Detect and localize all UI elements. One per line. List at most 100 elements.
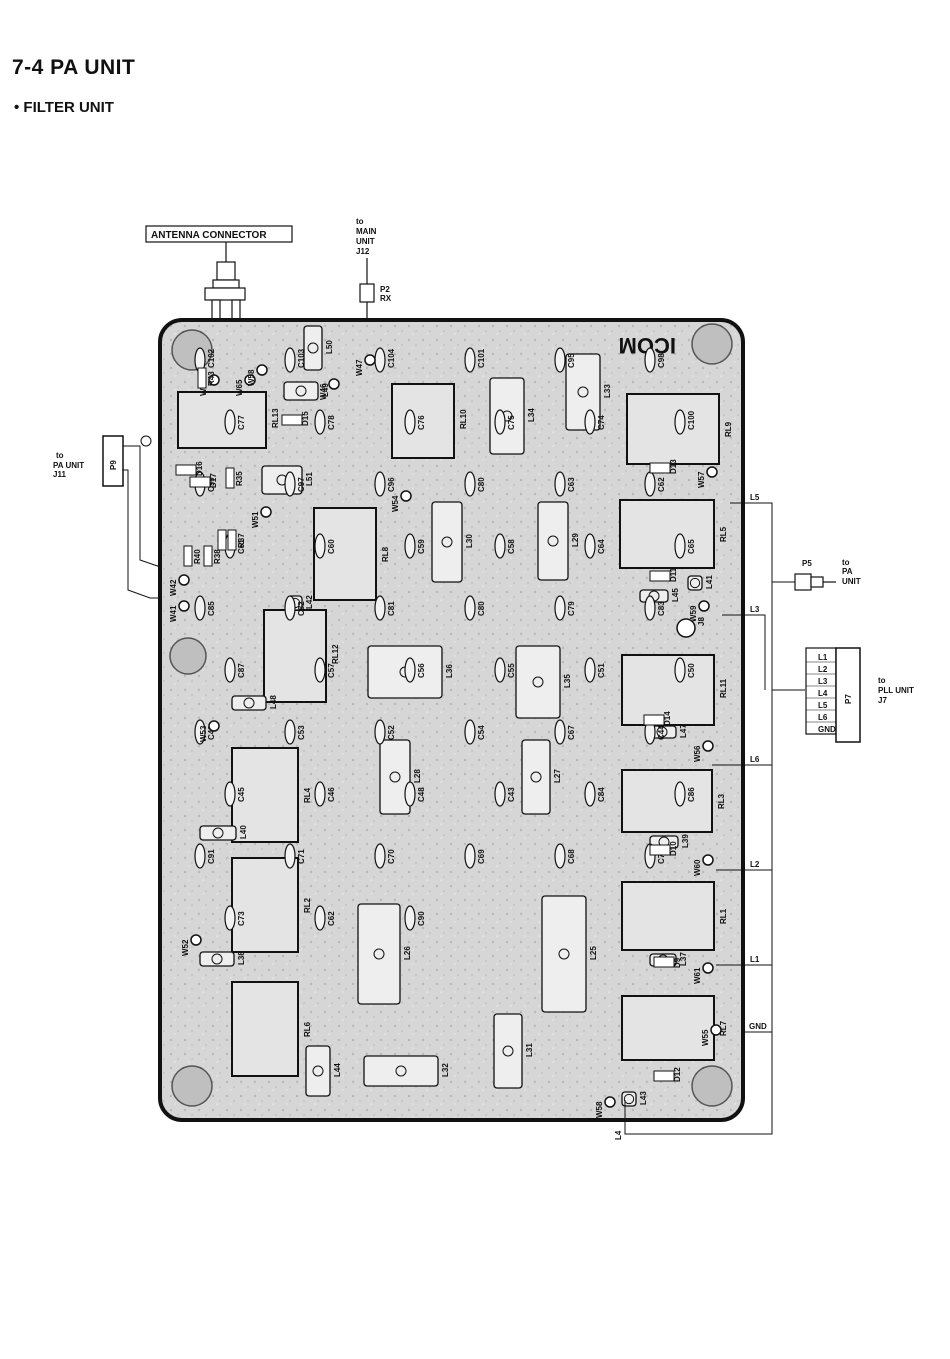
capacitor-label-c91-48: C91 <box>207 849 216 864</box>
relay-rl7 <box>621 995 715 1061</box>
relay-label-rl13: RL13 <box>271 408 280 428</box>
capacitor-c77-6 <box>224 409 236 435</box>
capacitor-label-c87-30: C87 <box>237 663 246 678</box>
coil-symbol-l25 <box>558 948 570 960</box>
capacitor-label-c100-11: C100 <box>687 410 696 430</box>
capacitor-c65-23 <box>674 533 686 559</box>
mounting-holes <box>169 323 733 1107</box>
relay-label-rl5: RL5 <box>719 526 728 542</box>
capacitor-c67-40 <box>554 719 566 745</box>
capacitor-label-c99-12: C99 <box>207 477 216 492</box>
relay-label-rl12: RL12 <box>331 644 340 664</box>
coil-symbol-l47 <box>656 726 668 738</box>
wire-pad-w42-9 <box>178 574 190 586</box>
coil-l31 <box>493 1013 523 1089</box>
capacitor-c45-42 <box>224 781 236 807</box>
relay-rl6 <box>231 981 299 1077</box>
wire-label-w42-9: W42 <box>169 579 178 596</box>
capacitor-label-c83-29: C83 <box>657 601 666 616</box>
diode-d14 <box>643 714 665 726</box>
capacitor-c78-7 <box>314 409 326 435</box>
capacitor-label-c46-43: C46 <box>327 787 336 802</box>
capacitor-c79-28 <box>554 595 566 621</box>
wire-label-w60-13: W60 <box>693 859 702 876</box>
coil-label-l45: L45 <box>671 588 680 602</box>
capacitor-label-c56-32: C56 <box>417 663 426 678</box>
antenna-connector-icon <box>204 242 246 333</box>
p7-pin-l2: L2 <box>818 665 828 674</box>
coil-l29 <box>537 501 569 581</box>
capacitor-c73-54 <box>224 905 236 931</box>
capacitor-c63-16 <box>554 471 566 497</box>
coil-symbol-l44 <box>312 1065 324 1077</box>
capacitor-label-c101-3: C101 <box>477 348 486 368</box>
capacitor-c48-44 <box>404 781 416 807</box>
coil-l35 <box>515 645 561 719</box>
capacitor-c90-56 <box>404 905 416 931</box>
wire-label-w56-12: W56 <box>693 745 702 762</box>
coil-label-l49: L49 <box>321 383 330 397</box>
capacitor-label-c73-54: C73 <box>237 911 246 926</box>
resistor-r35 <box>225 467 235 489</box>
coil-label-l47: L47 <box>679 724 688 738</box>
diode-label-d17: D17 <box>209 473 218 488</box>
resistor-r40 <box>183 545 193 567</box>
wire-label-w47-4: W47 <box>355 359 364 376</box>
capacitor-c74-10 <box>584 409 596 435</box>
diode-d13 <box>649 462 671 474</box>
capacitor-c83-29 <box>644 595 656 621</box>
capacitor-label-c51-34: C51 <box>597 663 606 678</box>
wire-pad-w53-11 <box>208 720 220 732</box>
wire-pad-w51-7 <box>260 506 272 518</box>
coil-symbol-l27 <box>530 771 542 783</box>
coil-l34 <box>489 377 525 455</box>
coil-label-l28: L28 <box>413 769 422 783</box>
coil-label-l50: L50 <box>325 340 334 354</box>
wire-label-w55-16: W55 <box>701 1029 710 1046</box>
wire-pad-w58-17 <box>604 1096 616 1108</box>
wire-label-w52-15: W52 <box>181 939 190 956</box>
diode-d12 <box>653 1070 675 1082</box>
coil-label-l35: L35 <box>563 674 572 688</box>
coil-label-l32: L32 <box>441 1063 450 1077</box>
coil-label-l25: L25 <box>589 946 598 960</box>
capacitor-c98-5 <box>644 347 656 373</box>
capacitor-label-c96-14: C96 <box>387 477 396 492</box>
capacitor-c59-20 <box>404 533 416 559</box>
capacitor-c71-49 <box>284 843 296 869</box>
capacitor-c56-32 <box>404 657 416 683</box>
p5-pa-label: PA <box>842 567 853 576</box>
capacitor-c46-43 <box>314 781 326 807</box>
coil-l40 <box>199 825 237 841</box>
capacitor-label-c63-16: C63 <box>567 477 576 492</box>
resistor-r37 <box>227 529 237 551</box>
wire-label-w51-7: W51 <box>251 511 260 528</box>
capacitor-label-c69-51: C69 <box>477 849 486 864</box>
wire-label-w65-1: W65 <box>235 379 244 396</box>
capacitor-c62-17 <box>644 471 656 497</box>
coil-label-l51: L51 <box>305 472 314 486</box>
capacitor-label-c58-21: C58 <box>507 539 516 554</box>
wire-pad-w47-4 <box>364 354 376 366</box>
capacitor-c51-34 <box>584 657 596 683</box>
right-harness <box>624 502 805 1135</box>
diode-d11 <box>649 570 671 582</box>
jumper-label: J8 <box>697 617 706 626</box>
p5-label: P5 <box>802 559 812 568</box>
capacitor-c82-25 <box>284 595 296 621</box>
coil-label-l38: L38 <box>237 951 246 965</box>
line-gnd: GND <box>749 1022 767 1031</box>
wire-pad-w60-13 <box>702 854 714 866</box>
capacitor-label-c52-38: C52 <box>387 725 396 740</box>
p2-label: P2 <box>380 285 390 294</box>
relay-rl13 <box>177 391 267 449</box>
capacitor-label-c48-44: C48 <box>417 787 426 802</box>
p7-pin-l4: L4 <box>818 689 828 698</box>
capacitor-label-c62-17: C62 <box>657 477 666 492</box>
capacitor-label-c62-55: C62 <box>327 911 336 926</box>
diode-d16 <box>175 464 197 476</box>
capacitor-label-c59-20: C59 <box>417 539 426 554</box>
capacitor-label-c49-36: C49 <box>207 725 216 740</box>
diode-label-d12: D12 <box>673 1067 682 1082</box>
coil-label-l29: L29 <box>571 533 580 547</box>
